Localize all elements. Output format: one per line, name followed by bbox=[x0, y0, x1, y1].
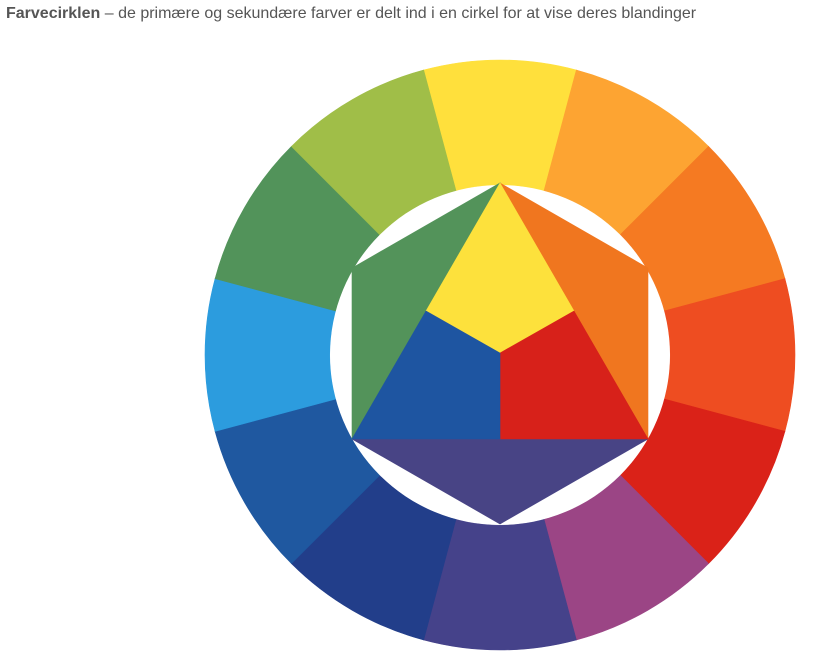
caption-title: Farvecirklen bbox=[6, 5, 101, 22]
blue-triangle-section bbox=[351, 310, 501, 440]
color-ring bbox=[204, 59, 796, 651]
center-figure bbox=[350, 182, 650, 525]
figure-caption: Farvecirklen – de primære og sekundære f… bbox=[6, 5, 696, 23]
caption-text: – de primære og sekundære farver er delt… bbox=[100, 5, 697, 22]
